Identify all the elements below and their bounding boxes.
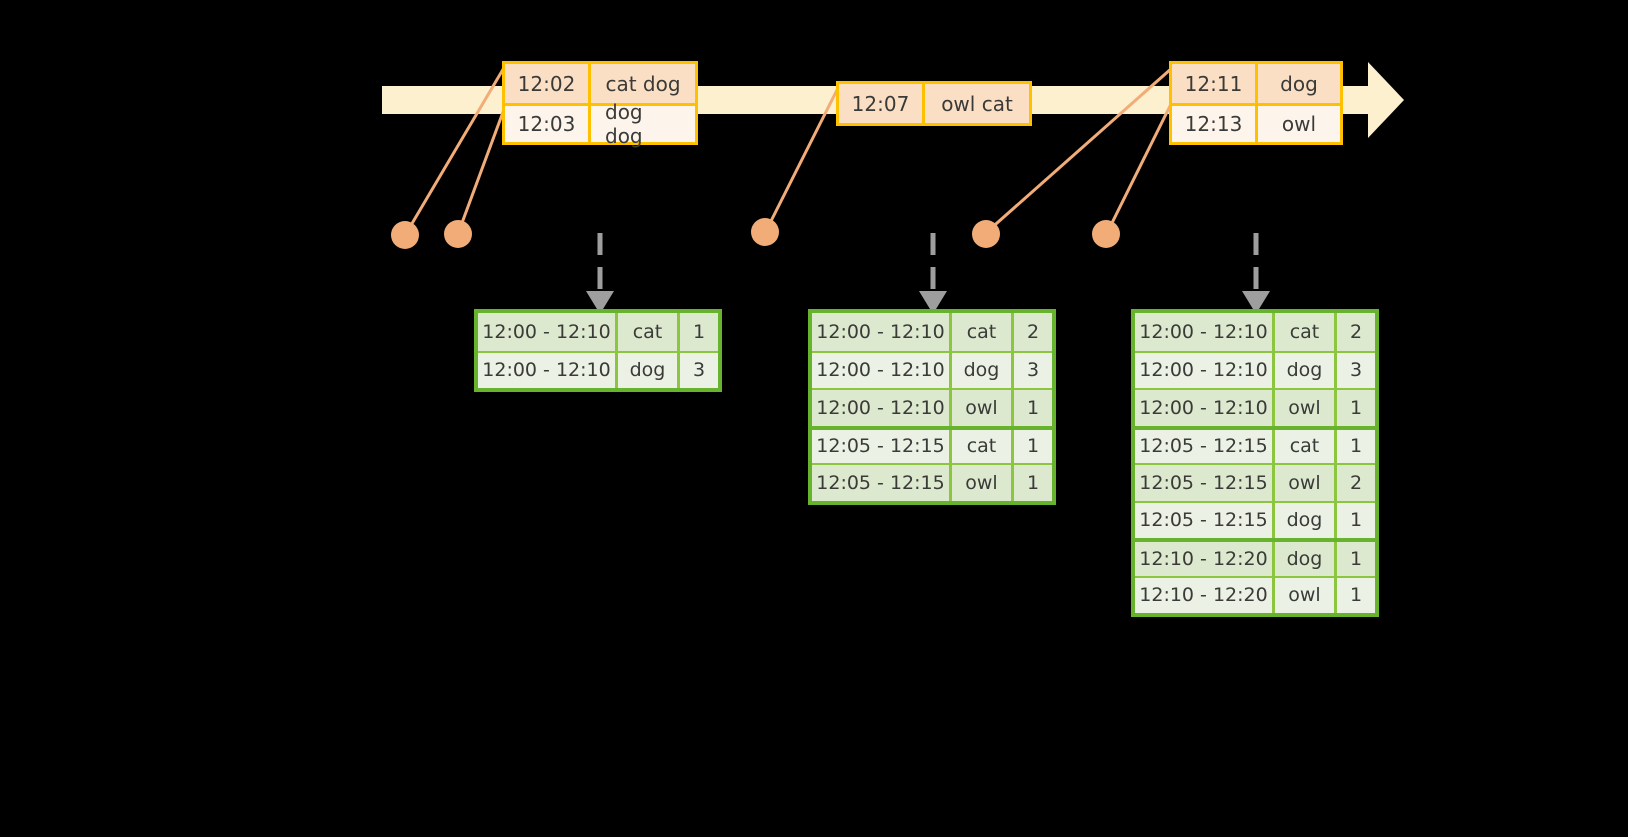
cell-count: 3 (1026, 359, 1040, 382)
connector-line-1203 (457, 103, 508, 232)
cell-count: 1 (1026, 435, 1040, 458)
cell-count: 1 (1349, 396, 1363, 419)
table-row[interactable]: 12:05 - 12:15 owl 2 (1135, 463, 1375, 501)
cell-count: 1 (1349, 509, 1363, 532)
cell-window: 12:10 - 12:20 (1135, 542, 1275, 576)
cell-window: 12:00 - 12:10 (1135, 313, 1275, 351)
dashed-arrow-to-table-2 (919, 233, 947, 314)
cell-count: 2 (1349, 471, 1363, 494)
event-group-3[interactable]: 12:11 dog 12:13 owl (1169, 61, 1343, 145)
table-row[interactable]: 12:10 - 12:20 dog 1 (1135, 538, 1375, 576)
cell-count: 1 (1349, 547, 1363, 570)
table-row[interactable]: 12:05 - 12:15 cat 1 (812, 425, 1052, 463)
table-row[interactable]: 12:00 - 12:10 dog 3 (1135, 350, 1375, 388)
cell-word: cat (618, 313, 680, 351)
dot-1207 (751, 218, 779, 246)
cell-count: 3 (1349, 359, 1363, 382)
result-table-3[interactable]: 12:00 - 12:10 cat 2 12:00 - 12:10 dog 3 … (1131, 309, 1379, 617)
event-words: owl cat (941, 91, 1013, 116)
table-row[interactable]: 12:00 - 12:10 owl 1 (1135, 388, 1375, 426)
event-words: cat dog (605, 71, 681, 96)
result-table-2[interactable]: 12:00 - 12:10 cat 2 12:00 - 12:10 dog 3 … (808, 309, 1056, 505)
cell-word: dog (952, 352, 1014, 388)
table-row[interactable]: 12:00 - 12:10 cat 2 (1135, 313, 1375, 351)
cell-count: 1 (692, 320, 706, 343)
connector-line-1213 (1106, 101, 1174, 232)
cell-word: dog (618, 352, 680, 388)
table-row[interactable]: 12:10 - 12:20 owl 1 (1135, 575, 1375, 613)
cell-window: 12:00 - 12:10 (812, 390, 952, 426)
cell-word: cat (1275, 313, 1337, 351)
event-row[interactable]: 12:11 dog (1172, 64, 1340, 103)
event-words: owl (1281, 112, 1317, 136)
cell-word: cat (952, 429, 1014, 463)
cell-word: owl (1275, 465, 1337, 501)
event-time: 12:02 (505, 64, 591, 103)
cell-word: dog (1275, 352, 1337, 388)
cell-word: dog (1275, 502, 1337, 538)
cell-count: 2 (1349, 320, 1363, 343)
event-row[interactable]: 12:13 owl (1172, 103, 1340, 142)
cell-window: 12:05 - 12:15 (1135, 502, 1275, 538)
cell-window: 12:00 - 12:10 (812, 352, 952, 388)
cell-window: 12:10 - 12:20 (1135, 577, 1275, 613)
event-group-1[interactable]: 12:02 cat dog 12:03 dog dog (502, 61, 698, 148)
table-row[interactable]: 12:00 - 12:10 dog 3 (812, 350, 1052, 388)
cell-count: 3 (692, 359, 706, 382)
dot-1213 (1092, 220, 1120, 248)
event-time: 12:03 (505, 106, 591, 142)
event-row[interactable]: 12:03 dog dog (505, 100, 695, 148)
cell-window: 12:05 - 12:15 (812, 429, 952, 463)
event-row[interactable]: 12:02 cat dog (505, 64, 695, 103)
cell-count: 1 (1349, 584, 1363, 607)
table-row[interactable]: 12:05 - 12:15 owl 1 (812, 463, 1052, 501)
cell-word: owl (952, 465, 1014, 501)
dashed-arrow-to-table-1 (586, 233, 614, 314)
result-table-1[interactable]: 12:00 - 12:10 cat 1 12:00 - 12:10 dog 3 (474, 309, 722, 392)
event-time: 12:07 (839, 84, 925, 123)
cell-window: 12:05 - 12:15 (812, 465, 952, 501)
connector-line-1207 (765, 87, 840, 230)
dot-1202 (391, 221, 419, 249)
table-row[interactable]: 12:00 - 12:10 dog 3 (478, 350, 718, 388)
dashed-arrow-to-table-3 (1242, 233, 1270, 314)
table-row[interactable]: 12:05 - 12:15 cat 1 (1135, 425, 1375, 463)
table-row[interactable]: 12:00 - 12:10 owl 1 (812, 388, 1052, 426)
cell-word: owl (1275, 577, 1337, 613)
cell-window: 12:00 - 12:10 (1135, 352, 1275, 388)
connector-line-1202 (405, 65, 507, 233)
dot-1211 (972, 220, 1000, 248)
cell-window: 12:05 - 12:15 (1135, 465, 1275, 501)
cell-word: cat (952, 313, 1014, 351)
event-row[interactable]: 12:07 owl cat (839, 84, 1029, 123)
cell-window: 12:00 - 12:10 (478, 313, 618, 351)
cell-word: cat (1275, 429, 1337, 463)
cell-word: dog (1275, 542, 1337, 576)
event-group-2[interactable]: 12:07 owl cat (836, 81, 1032, 126)
event-time: 12:11 (1172, 64, 1258, 103)
cell-window: 12:05 - 12:15 (1135, 429, 1275, 463)
table-row[interactable]: 12:05 - 12:15 dog 1 (1135, 500, 1375, 538)
event-time: 12:13 (1172, 106, 1258, 142)
event-words: dog (1280, 71, 1318, 96)
cell-window: 12:00 - 12:10 (812, 313, 952, 351)
table-row[interactable]: 12:00 - 12:10 cat 1 (478, 313, 718, 351)
cell-count: 1 (1026, 396, 1040, 419)
event-words: dog dog (605, 100, 643, 148)
cell-word: owl (952, 390, 1014, 426)
dot-1203 (444, 220, 472, 248)
cell-count: 1 (1349, 435, 1363, 458)
cell-count: 1 (1026, 471, 1040, 494)
cell-word: owl (1275, 390, 1337, 426)
cell-window: 12:00 - 12:10 (478, 352, 618, 388)
cell-count: 2 (1026, 320, 1040, 343)
table-row[interactable]: 12:00 - 12:10 cat 2 (812, 313, 1052, 351)
cell-window: 12:00 - 12:10 (1135, 390, 1275, 426)
